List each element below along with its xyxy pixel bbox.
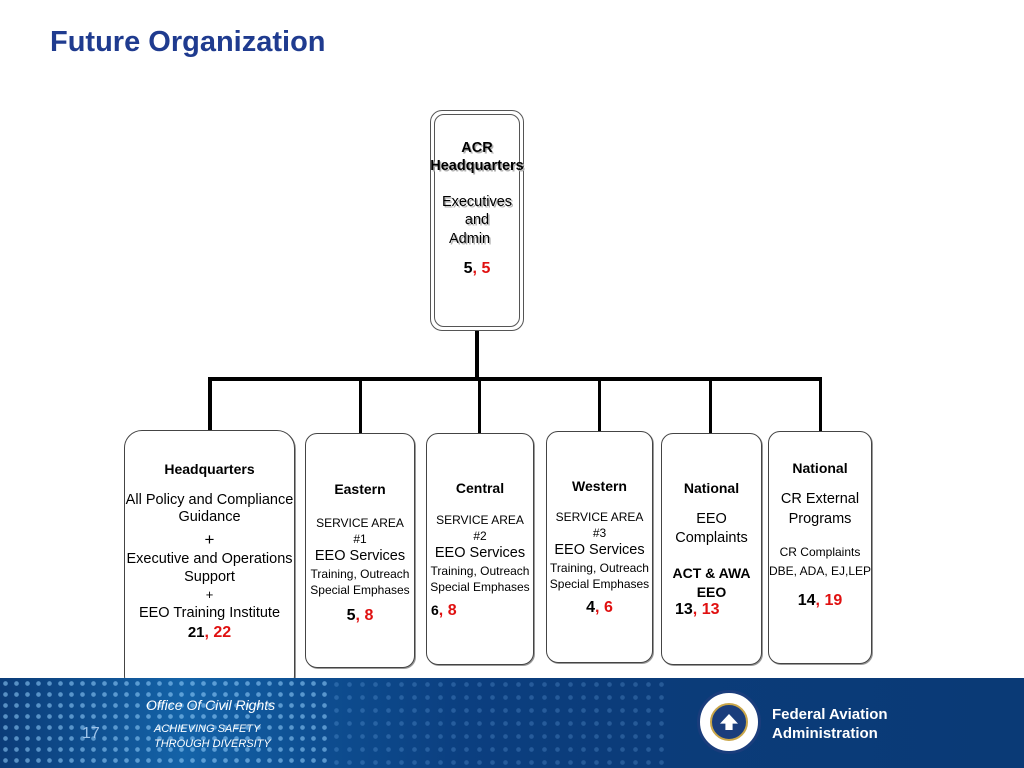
central-count-future: , 8 xyxy=(438,602,457,620)
headquarters-box: Headquarters All Policy and Compliance G… xyxy=(124,430,295,694)
hq-executive-line: Executive and Operations xyxy=(126,550,293,567)
acr-count: 5, 5 xyxy=(435,260,519,278)
acr-count-current: 5 xyxy=(463,259,473,277)
hq-count-current: 21 xyxy=(187,623,205,641)
connector-eastern xyxy=(359,377,362,434)
eastern-box: Eastern SERVICE AREA #1 EEO Services Tra… xyxy=(305,433,415,668)
central-area-number: #2 xyxy=(473,529,487,544)
western-training: Training, Outreach xyxy=(550,560,649,575)
agency-name-line2: Administration xyxy=(772,725,878,742)
western-special: Special Emphases xyxy=(549,577,650,592)
national-cr-dbe: DBE, ADA, EJ,LEP xyxy=(768,564,872,579)
page-title: Future Organization xyxy=(50,26,326,58)
western-area-number: #3 xyxy=(592,526,607,541)
tagline-line1: ACHIEVING SAFETY xyxy=(154,723,261,735)
acr-box: ACR Headquarters Executives and Admin 5,… xyxy=(430,114,524,327)
tagline-line2: THROUGH DIVERSITY xyxy=(154,738,271,750)
eastern-training: Training, Outreach xyxy=(310,566,410,581)
hq-count: 21, 22 xyxy=(125,623,294,642)
acr-label: ACR xyxy=(461,140,493,156)
acr-and-label: and xyxy=(464,212,490,229)
acr-headquarters-label: Headquarters xyxy=(430,158,524,175)
connector-western xyxy=(598,377,601,431)
hq-plus-1: + xyxy=(204,529,215,549)
central-training: Training, Outreach xyxy=(430,563,530,578)
national-eeo-title: National xyxy=(683,480,740,496)
national-eeo-box: National EEO Complaints ACT & AWA EEO 13… xyxy=(661,433,762,665)
acr-executives-label: Executives xyxy=(441,194,513,211)
eastern-eeo-services: EEO Services xyxy=(314,548,406,565)
western-eeo-services: EEO Services xyxy=(554,542,645,559)
hq-plus-2: + xyxy=(205,587,214,603)
faa-seal-emblem xyxy=(710,703,748,741)
page-number: 17 xyxy=(82,725,100,742)
eastern-title: Eastern xyxy=(334,481,386,497)
hq-policy-line: All Policy and Compliance xyxy=(125,492,294,508)
national-cr-count-current: 14 xyxy=(797,592,816,610)
western-title: Western xyxy=(572,478,627,494)
headquarters-title: Headquarters xyxy=(164,461,255,477)
western-count-current: 4 xyxy=(586,599,596,617)
central-count-current: 6 xyxy=(431,602,439,619)
national-cr-programs: Programs xyxy=(788,510,852,527)
eastern-area-number: #1 xyxy=(353,532,367,547)
connector-acr-down xyxy=(475,331,479,379)
hq-count-future: , 22 xyxy=(204,623,232,641)
national-cr-count-future: , 19 xyxy=(815,592,843,610)
national-cr-box: National CR External Programs CR Complai… xyxy=(768,431,872,664)
national-eeo-count: 13, 13 xyxy=(662,601,761,619)
national-complaints-line: Complaints xyxy=(675,529,748,546)
national-eeo-count-future: , 13 xyxy=(692,601,720,619)
western-count-future: , 6 xyxy=(595,599,613,617)
footer-dot-pattern-faint xyxy=(330,678,670,768)
western-count: 4, 6 xyxy=(547,599,652,617)
national-eeo-count-current: 13 xyxy=(675,601,693,619)
acr-count-future: , 5 xyxy=(472,259,491,277)
central-title: Central xyxy=(455,480,505,496)
footer-dot-pattern xyxy=(0,678,330,768)
connector-hq xyxy=(208,377,212,432)
footer-banner xyxy=(0,678,1024,768)
agency-name-line1: Federal Aviation xyxy=(772,706,888,723)
central-box: Central SERVICE AREA #2 EEO Services Tra… xyxy=(426,433,534,665)
western-box: Western SERVICE AREA #3 EEO Services Tra… xyxy=(546,431,653,663)
national-cr-external: CR External xyxy=(780,491,860,507)
eastern-service-area: SERVICE AREA xyxy=(316,516,404,530)
office-name: Office Of Civil Rights xyxy=(146,697,276,713)
eastern-count: 5, 8 xyxy=(306,607,414,625)
western-service-area: SERVICE AREA xyxy=(555,510,644,524)
eastern-count-current: 5 xyxy=(346,607,356,625)
national-cr-count: 14, 19 xyxy=(769,592,871,610)
national-cr-complaints: CR Complaints xyxy=(779,545,861,560)
central-service-area: SERVICE AREA xyxy=(436,513,524,527)
central-eeo-services: EEO Services xyxy=(434,545,526,562)
eastern-count-future: , 8 xyxy=(355,607,374,625)
national-cr-title: National xyxy=(792,460,848,476)
hq-support-line: Support xyxy=(184,569,235,586)
connector-national-eeo xyxy=(709,377,712,434)
acr-box-outer xyxy=(430,110,524,331)
national-eeo-line: EEO xyxy=(696,511,727,527)
acr-admin-label: Admin xyxy=(449,230,491,247)
connector-national-cr xyxy=(819,377,822,432)
faa-seal-icon xyxy=(697,690,761,754)
eastern-special: Special Emphases xyxy=(310,583,410,598)
national-act-eeo: EEO xyxy=(696,584,727,601)
connector-central xyxy=(478,377,481,434)
connector-horizontal xyxy=(208,377,822,381)
hq-guidance-line: Guidance xyxy=(178,509,241,525)
central-special: Special Emphases xyxy=(430,580,530,595)
national-act-awa: ACT & AWA xyxy=(672,564,751,581)
central-count: 6, 8 xyxy=(427,602,533,620)
hq-training-line: EEO Training Institute xyxy=(138,605,281,622)
